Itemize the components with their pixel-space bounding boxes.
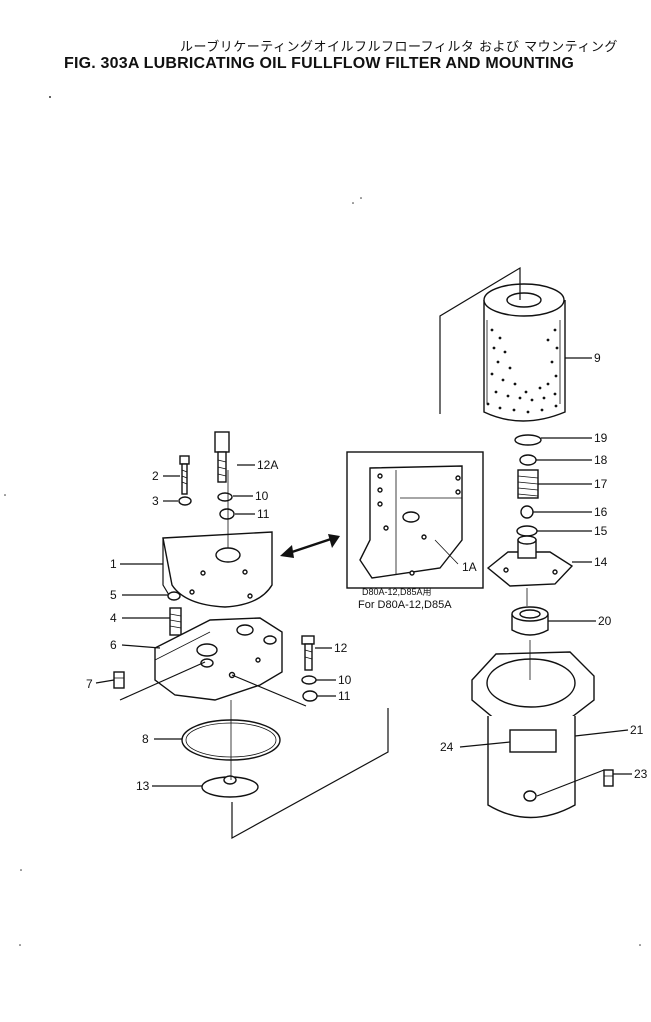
washer-10-lower (301, 675, 317, 685)
inset-label: D80A-12,D85A用 (362, 587, 432, 597)
bolt-12 (301, 635, 315, 671)
washer-5 (167, 591, 181, 601)
washer-3 (178, 496, 192, 506)
callout-14: 14 (594, 555, 608, 569)
callout-21: 21 (630, 723, 644, 737)
callout-15: 15 (594, 524, 608, 538)
callout-18: 18 (594, 453, 608, 467)
callout-12a: 12A (257, 458, 278, 472)
callout-12: 12 (334, 641, 348, 655)
filter-element-9 (483, 283, 566, 422)
bolt-4 (169, 607, 182, 636)
callout-10-lower: 10 (338, 673, 352, 687)
filter-case-21 (471, 651, 595, 819)
bolt-2 (179, 455, 190, 495)
scan-specks (4, 96, 641, 946)
double-arrow (280, 534, 340, 558)
callout-16: 16 (594, 505, 608, 519)
washer-10-upper (217, 492, 233, 502)
element-20 (511, 606, 549, 636)
right-leader-lines (439, 266, 605, 797)
filter-head-6 (154, 617, 283, 701)
callout-24: 24 (440, 740, 454, 754)
callout-11-upper: 11 (257, 507, 270, 521)
nut-11-lower (302, 690, 318, 702)
callout-4: 4 (110, 611, 117, 625)
cover-13 (201, 775, 259, 798)
callout-11-lower: 11 (338, 689, 351, 703)
callout-23: 23 (634, 767, 648, 781)
inset-box (346, 451, 484, 589)
callout-17: 17 (594, 477, 608, 491)
ball-16 (520, 505, 534, 519)
callout-10-upper: 10 (255, 489, 269, 503)
callout-9: 9 (594, 351, 601, 365)
spring-17 (517, 469, 539, 499)
callout-leaders (95, 357, 632, 787)
callout-7: 7 (86, 677, 93, 691)
inset-note: For D80A-12,D85A (358, 599, 452, 611)
plug-7 (113, 671, 125, 689)
callout-2: 2 (152, 469, 159, 483)
callout-3: 3 (152, 494, 159, 508)
ring-19 (514, 434, 542, 446)
callout-5: 5 (110, 588, 117, 602)
washer-18 (519, 454, 537, 466)
bolt-12a (214, 431, 230, 483)
callout-13: 13 (136, 779, 150, 793)
bracket-plate-1 (162, 531, 273, 608)
plug-23 (603, 769, 614, 787)
figure-title-japanese: ルーブリケーティングオイルフルフローフィルタ および マウンティング (180, 40, 618, 55)
left-leader-lines (119, 470, 389, 840)
callout-1: 1 (110, 557, 117, 571)
callout-6: 6 (110, 638, 117, 652)
figure-title: FIG. 303A LUBRICATING OIL FULLFLOW FILTE… (64, 55, 575, 72)
callout-19: 19 (594, 431, 608, 445)
nut-11-upper (219, 508, 235, 520)
callout-1a: 1A (462, 560, 477, 574)
callout-8: 8 (142, 732, 149, 746)
seal-15 (516, 525, 538, 537)
callout-20: 20 (598, 614, 612, 628)
valve-14 (486, 535, 574, 587)
